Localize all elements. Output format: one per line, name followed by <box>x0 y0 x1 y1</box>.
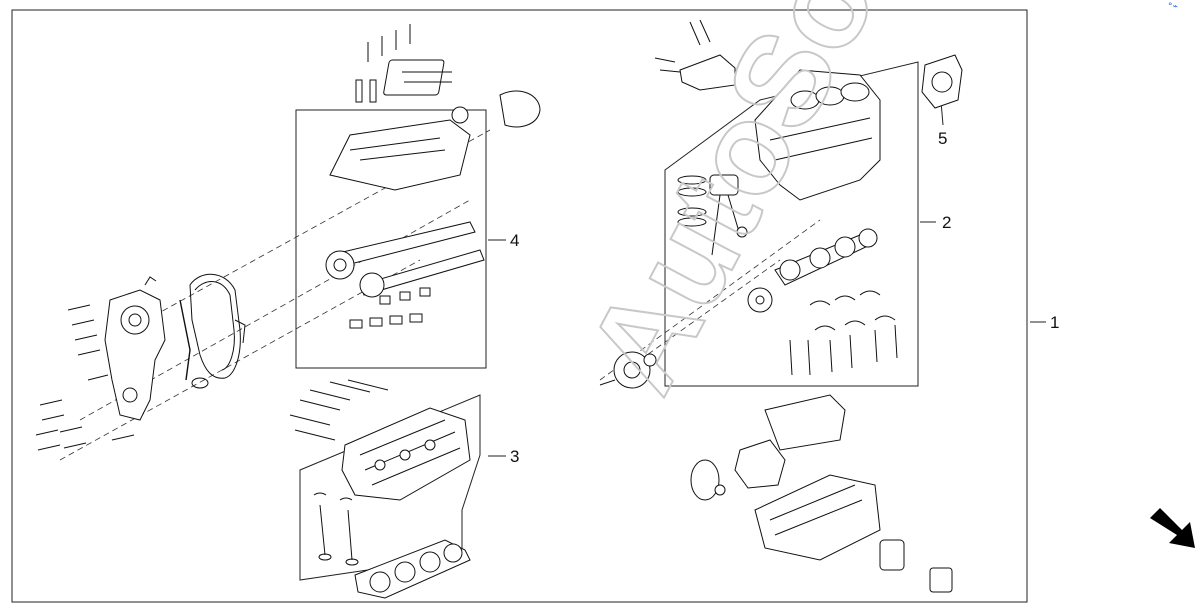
rocker-arms <box>349 287 431 329</box>
spark-plugs <box>355 24 411 103</box>
oil-pump <box>690 394 846 501</box>
callout-4: 4 <box>510 231 520 250</box>
block-top-bracket <box>654 19 736 91</box>
cylinder-head-box <box>299 394 481 581</box>
engine-block <box>754 69 881 201</box>
watermark: AutoSo <box>558 0 904 414</box>
outer-assembly-frame <box>11 9 1028 603</box>
camshafts <box>325 90 541 298</box>
valves <box>313 492 359 566</box>
oil-pan <box>754 474 881 561</box>
timing-cover <box>104 276 166 421</box>
oil-filter <box>879 539 953 593</box>
callout-5: 5 <box>938 129 948 148</box>
callout-2: 2 <box>942 213 952 232</box>
callout-1: 1 <box>1050 313 1060 332</box>
rear-oil-seal <box>921 54 963 109</box>
arrow-down-right-icon <box>1150 508 1195 548</box>
timing-chain <box>179 273 246 389</box>
pistons <box>677 174 748 256</box>
cylinder-head <box>341 407 471 501</box>
callout-3: 3 <box>510 447 520 466</box>
head-bolts <box>289 379 389 441</box>
engine-block-box <box>664 61 919 387</box>
timing-cover-bolts <box>35 304 135 451</box>
crank-pulley <box>599 351 657 389</box>
crankshaft <box>747 228 878 313</box>
head-gasket <box>354 539 471 599</box>
main-bearings <box>789 290 898 376</box>
cylinder-head-top-box <box>295 109 487 369</box>
valve-cover <box>329 59 471 191</box>
corner-mark: °⌁ <box>1168 2 1178 12</box>
